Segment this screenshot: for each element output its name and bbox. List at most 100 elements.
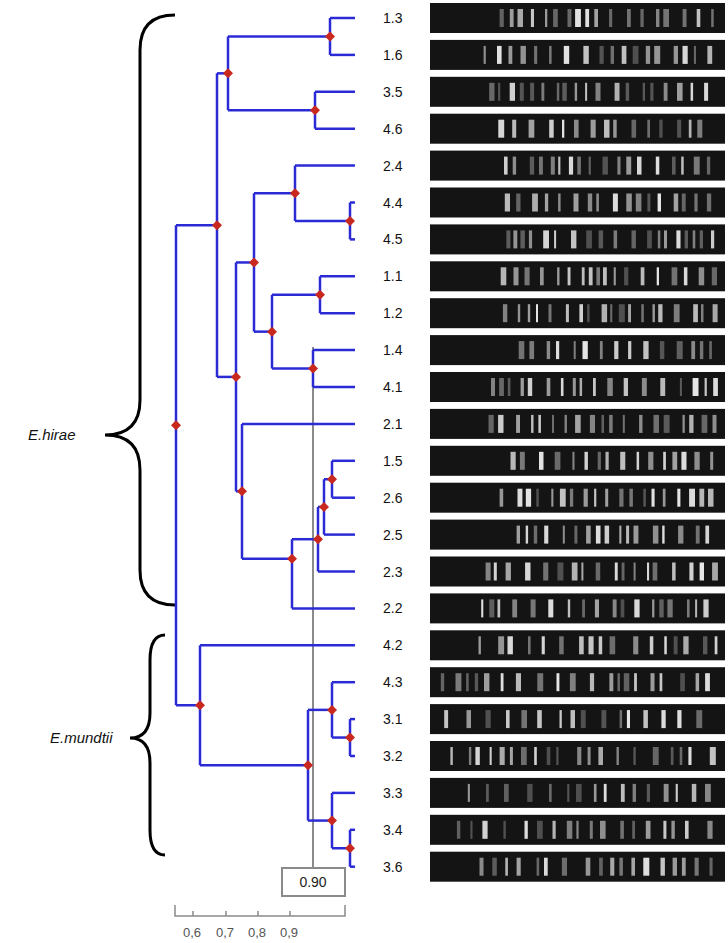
gel-band: [596, 194, 599, 212]
gel-band: [634, 526, 639, 544]
gel-band: [627, 710, 630, 728]
gel-band: [647, 230, 652, 248]
gel-band: [588, 194, 592, 212]
gel-band: [574, 341, 576, 359]
gel-band: [694, 157, 700, 175]
gel-band: [697, 120, 702, 138]
strain-label: 1.5: [383, 452, 402, 470]
tree-branch: [332, 496, 355, 499]
node-marker: [195, 700, 205, 710]
gel-band: [601, 710, 606, 728]
gel-band: [609, 673, 613, 691]
gel-band: [620, 821, 624, 839]
gel-band: [480, 858, 484, 876]
gel-band: [715, 636, 718, 654]
gel-band: [672, 563, 676, 581]
gel-band: [520, 83, 524, 101]
gel-band: [602, 415, 605, 433]
node-marker: [223, 68, 233, 78]
gel-band: [456, 673, 462, 691]
gel-lane: [430, 815, 725, 845]
gel-band: [707, 194, 711, 212]
gel-band: [661, 710, 665, 728]
gel-lane: [430, 77, 725, 107]
gel-band: [610, 636, 616, 654]
gel-band: [579, 304, 583, 322]
gel-band: [641, 304, 644, 322]
gel-band: [530, 83, 534, 101]
gel-band: [560, 710, 562, 728]
gel-band: [498, 599, 501, 617]
gel-band: [489, 83, 494, 101]
gel-band: [521, 747, 527, 765]
gel-band: [712, 563, 718, 581]
node-marker: [327, 474, 337, 484]
gel-band: [596, 83, 601, 101]
gel-band: [529, 230, 532, 248]
tree-branch: [176, 224, 217, 227]
gel-band: [537, 673, 543, 691]
gel-band: [683, 415, 685, 433]
gel-band: [614, 341, 618, 359]
gel-band: [685, 821, 689, 839]
gel-band: [605, 489, 608, 507]
gel-band: [672, 267, 678, 285]
gel-band: [441, 673, 444, 691]
axis-tick: [257, 911, 259, 916]
gel-band: [613, 120, 617, 138]
gel-band: [532, 194, 538, 212]
gel-band: [489, 415, 494, 433]
gel-band: [510, 9, 514, 27]
gel-band: [489, 599, 494, 617]
gel-band: [683, 636, 688, 654]
gel-band: [701, 304, 704, 322]
gel-band: [521, 378, 524, 396]
tree-branch: [332, 681, 355, 684]
gel-band: [605, 526, 610, 544]
gel-band: [598, 452, 601, 470]
tree-branch: [272, 367, 313, 370]
gel-band: [571, 230, 576, 248]
gel-band: [659, 599, 663, 617]
gel-band: [467, 710, 472, 728]
gel-band: [681, 452, 686, 470]
gel-band: [604, 784, 607, 802]
gel-band: [606, 452, 609, 470]
gel-band: [534, 747, 537, 765]
gel-band: [553, 9, 558, 27]
gel-band: [557, 673, 560, 691]
gel-band: [658, 304, 662, 322]
gel-band: [509, 46, 513, 64]
tree-branch: [332, 460, 355, 463]
gel-band: [572, 563, 578, 581]
gel-band: [551, 489, 553, 507]
gel-band: [628, 304, 631, 322]
gel-band: [544, 526, 548, 544]
gel-lane: [430, 704, 725, 734]
gel-band: [468, 784, 470, 802]
gel-band: [696, 710, 702, 728]
gel-band: [652, 489, 655, 507]
gel-band: [572, 452, 574, 470]
gel-band: [639, 415, 642, 433]
gel-band: [484, 673, 489, 691]
gel-band: [501, 267, 507, 285]
gel-band: [705, 673, 710, 691]
gel-band: [634, 673, 637, 691]
strain-label: 3.1: [383, 710, 402, 728]
gel-band: [618, 673, 620, 691]
gel-band: [586, 230, 592, 248]
gel-band: [676, 230, 680, 248]
gel-band: [494, 563, 497, 581]
gel-band: [626, 526, 629, 544]
gel-band: [613, 194, 618, 212]
gel-band: [575, 415, 581, 433]
gel-band: [700, 341, 703, 359]
tree-branch: [175, 225, 178, 705]
gel-band: [567, 821, 573, 839]
gel-band: [599, 858, 603, 876]
tree-branch: [254, 192, 295, 195]
gel-band: [629, 489, 633, 507]
gel-band: [506, 230, 510, 248]
gel-band: [691, 83, 694, 101]
